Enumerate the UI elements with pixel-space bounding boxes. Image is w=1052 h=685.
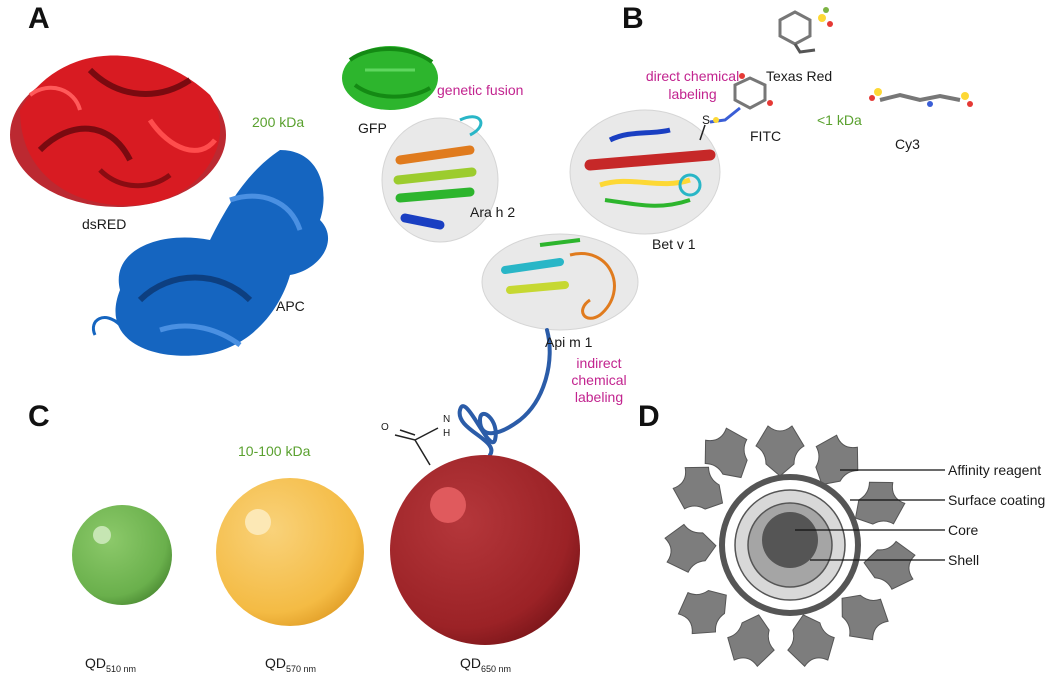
panel-label-b: B (622, 2, 644, 35)
apc-protein-structure (91, 150, 329, 356)
fitc-molecule (699, 73, 773, 141)
dsred-protein-structure (10, 55, 226, 207)
apim1-label: Api m 1 (545, 334, 593, 350)
indirect-labeling-line2: chemical (571, 372, 627, 388)
qd650-label-sub: 650 nm (481, 663, 512, 674)
apc-label: APC (276, 298, 305, 314)
qd650-sphere (390, 455, 580, 645)
panel-label-d: D (638, 400, 660, 433)
linker-chain (457, 328, 552, 457)
gfp-label: GFP (358, 120, 387, 136)
qd570-label: QD570 nm (265, 655, 316, 674)
betv1-label: Bet v 1 (652, 236, 696, 252)
qd650-label-main: QD (460, 655, 481, 671)
surface-coating-label: Surface coating (948, 492, 1046, 508)
fitc-label: FITC (750, 128, 782, 144)
betv1-protein-structure (569, 109, 721, 235)
core-circle (762, 512, 818, 568)
panel-label-a: A (28, 2, 50, 35)
qd510-label-main: QD (85, 655, 106, 671)
qd570-sphere (216, 478, 364, 626)
qd510-label-sub: 510 nm (106, 663, 137, 674)
size-label-1kda: <1 kDa (817, 112, 862, 128)
panel-label-c: C (28, 400, 50, 433)
size-label-200kda: 200 kDa (252, 114, 305, 130)
direct-labeling-line2: labeling (668, 86, 717, 102)
hydrogen-atom-label: H (443, 428, 451, 439)
arah2-protein-structure (381, 115, 499, 243)
arah2-label: Ara h 2 (470, 204, 516, 220)
core-label: Core (948, 522, 979, 538)
callout-lines (795, 469, 945, 561)
qd570-label-main: QD (265, 655, 286, 671)
gfp-protein-structure (342, 46, 438, 110)
indirect-labeling-line3: labeling (574, 389, 624, 405)
sulfur-atom-label: S (702, 113, 711, 127)
affinity-reagent-label: Affinity reagent (948, 462, 1042, 478)
genetic-fusion-label: genetic fusion (437, 82, 524, 98)
texas-red-label: Texas Red (766, 68, 833, 84)
dsred-label: dsRED (82, 216, 127, 232)
apim1-protein-structure (481, 233, 639, 331)
qd-schematic (663, 421, 945, 670)
size-label-10-100kda: 10-100 kDa (238, 443, 311, 459)
shell-label: Shell (948, 552, 980, 568)
cy3-molecule (869, 88, 973, 107)
cy3-label: Cy3 (895, 136, 920, 152)
indirect-labeling-line1: indirect (576, 355, 622, 371)
texas-red-molecule (778, 7, 833, 54)
qd510-sphere (72, 505, 172, 605)
oxygen-atom-label: O (381, 422, 389, 433)
direct-labeling-line1: direct chemical (645, 68, 740, 84)
qd570-label-sub: 570 nm (286, 663, 317, 674)
amide-bonds (394, 427, 439, 466)
qd510-label: QD510 nm (85, 655, 136, 674)
qd650-label: QD650 nm (460, 655, 511, 674)
nitrogen-atom-label: N (443, 414, 451, 425)
